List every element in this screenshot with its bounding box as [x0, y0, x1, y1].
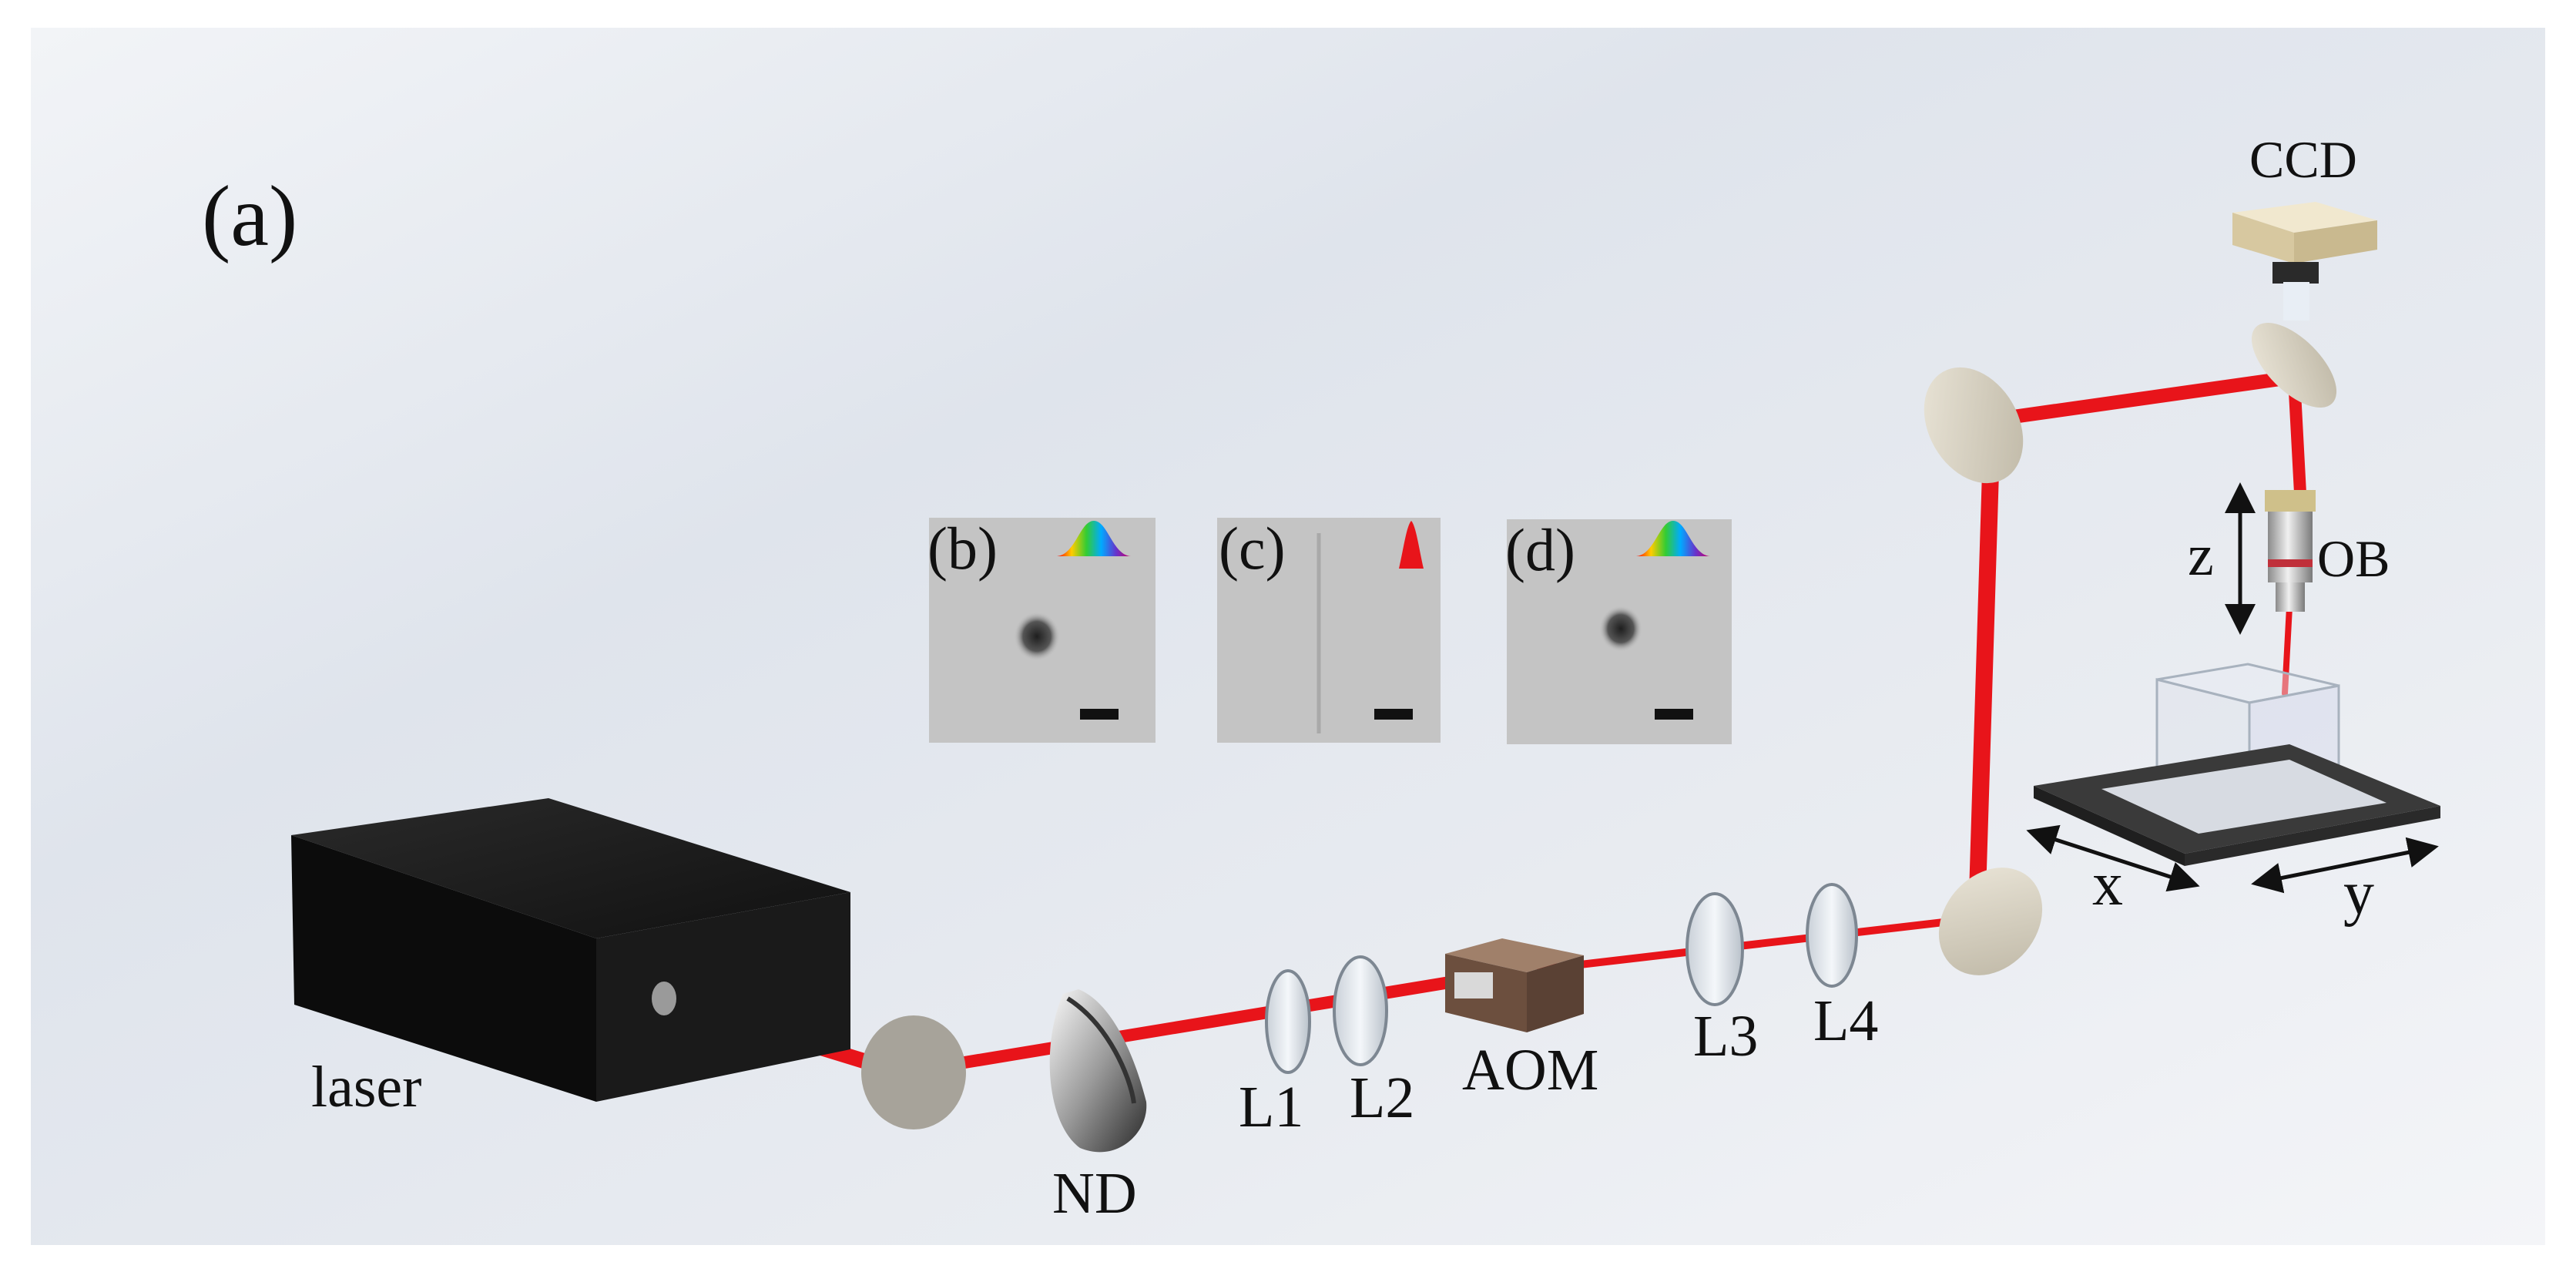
y-label: y [2343, 860, 2374, 928]
laser-left-face [291, 835, 596, 1102]
laser-source [291, 798, 850, 1102]
laser-front-face [596, 892, 850, 1102]
ccd-tube [2283, 282, 2309, 321]
inset-b: (b) [927, 515, 1156, 743]
z-label: z [2188, 523, 2214, 588]
l2-label: L2 [1350, 1066, 1414, 1130]
objective-thread [2265, 490, 2316, 512]
ccd-front [2232, 213, 2294, 263]
inset-c-label: (c) [1219, 515, 1286, 582]
lens-l3 [1685, 892, 1744, 1006]
lens-l1 [1265, 969, 1311, 1074]
mirror-1 [861, 1015, 966, 1129]
aom-side [1527, 955, 1584, 1032]
inset-b-spot [1014, 612, 1060, 661]
objective-ring [2268, 559, 2313, 567]
beam-segment-5 [1984, 372, 2287, 427]
inset-c-profile-icon [1399, 521, 1424, 569]
inset-b-scalebar [1080, 709, 1119, 720]
laser-label: laser [311, 1055, 421, 1119]
beam-focus [2282, 604, 2293, 696]
inset-d-label: (d) [1505, 516, 1575, 583]
lens-l4 [1806, 883, 1858, 988]
l1-label: L1 [1239, 1075, 1303, 1139]
lens-l2 [1333, 955, 1388, 1066]
l3-label: L3 [1693, 1004, 1758, 1069]
ccd-label: CCD [2249, 130, 2357, 189]
stage-side [2185, 806, 2440, 866]
nd-label: ND [1052, 1161, 1137, 1226]
nd-filter [1049, 989, 1147, 1153]
inset-d-profile-icon [1636, 521, 1710, 556]
beam-segment-4 [1968, 438, 2000, 927]
dichroic-mirror [2251, 322, 2337, 408]
inset-c-scalebar [1374, 709, 1413, 720]
beam-segment-3 [1537, 915, 1981, 973]
laser-top-face [291, 798, 850, 938]
inset-d-spot [1599, 606, 1642, 652]
objective-lens [2265, 490, 2316, 612]
ccd-top [2232, 202, 2377, 233]
inset-b-profile-icon [1057, 521, 1131, 556]
inset-b-label: (b) [927, 515, 998, 582]
ob-label: OB [2317, 529, 2390, 588]
mirror-3 [1924, 367, 2024, 484]
stage-inner [2101, 760, 2386, 834]
aom-device [1445, 938, 1584, 1032]
aom-window [1454, 972, 1493, 998]
x-arrow [2026, 824, 2200, 892]
y-arrow [2251, 837, 2439, 894]
aom-top [1445, 938, 1584, 972]
inset-d-scalebar [1655, 709, 1693, 720]
aom-label: AOM [1462, 1038, 1598, 1103]
ccd-side [2294, 220, 2377, 263]
x-label: x [2092, 851, 2123, 918]
ccd-mount [2272, 262, 2319, 284]
inset-c: (c) [1217, 515, 1441, 743]
panel-label: (a) [202, 169, 297, 264]
inset-d: (d) [1505, 516, 1732, 744]
ccd-camera [2232, 202, 2377, 321]
objective-body [2268, 512, 2313, 582]
l4-label: L4 [1813, 988, 1878, 1053]
objective-tip [2276, 582, 2305, 612]
mirror-2 [1938, 868, 2043, 975]
laser-aperture [652, 982, 676, 1015]
